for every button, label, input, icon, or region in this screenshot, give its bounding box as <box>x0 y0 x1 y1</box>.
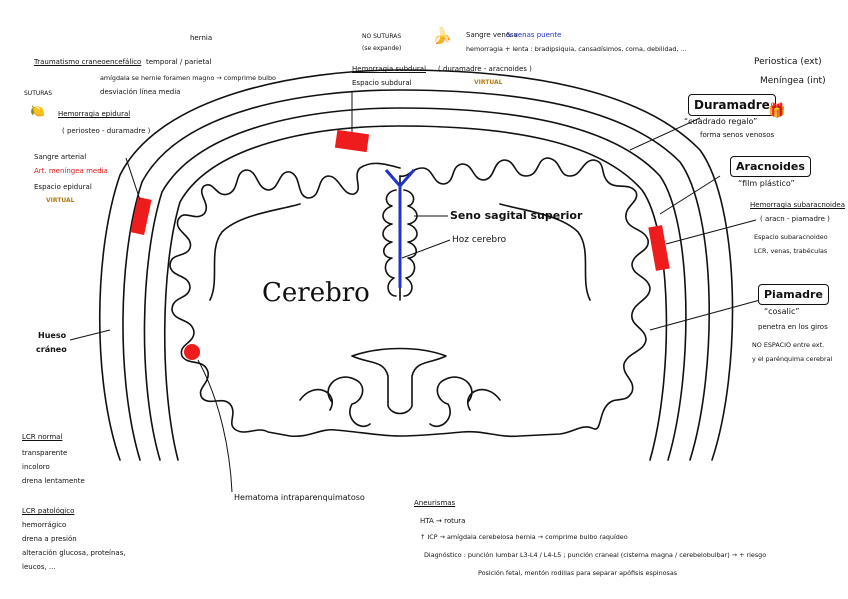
label-icp-amigdala: ↑ ICP → amígdala cerebelosa hernia → com… <box>420 533 628 541</box>
label-sangre-arterial: Sangre arterial <box>34 153 87 161</box>
temporal-left <box>299 376 371 428</box>
leader-hoz <box>401 239 451 259</box>
cortex-outline <box>169 157 651 438</box>
gift-icon: 🎁 <box>768 103 786 119</box>
label-subdural-symptoms: hemorragia + lenta : bradipsiquia, cansa… <box>466 45 687 53</box>
label-hemorragico: hemorrágico <box>22 521 67 529</box>
label-traumatismo: Traumatismo craneoencefálico <box>34 58 142 66</box>
label-posicion-fetal: Posición fetal, mentón rodillas para sep… <box>478 569 678 577</box>
label-hueso: Hueso <box>38 331 67 340</box>
sagittal-sinus <box>384 169 416 288</box>
label-seno-sagital: Seno sagital superior <box>450 209 583 222</box>
leader-duramadre <box>629 117 701 151</box>
label-periostica: Periostica (ext) <box>754 57 822 67</box>
label-aracn-piamadre: ( aracn - piamadre ) <box>760 215 830 223</box>
subdural-hemorrhage-mark <box>334 129 370 153</box>
epidural-hemorrhage-mark <box>130 196 152 236</box>
lemon-icon: 🍋 <box>30 104 45 118</box>
label-aracnoides-box: Aracnoides <box>730 156 811 177</box>
label-virtual-epidural: VIRTUAL <box>46 197 75 204</box>
label-hemorragia-epidural: Hemorragia epidural <box>58 110 131 118</box>
temporal-right <box>429 376 501 428</box>
label-cosalic: “cosalic” <box>764 307 800 316</box>
label-se-expande: (se expande) <box>362 45 402 52</box>
subarachnoid-hemorrhage-mark <box>648 225 670 271</box>
label-espacio-subdural: Espacio subdural <box>352 79 412 87</box>
cortex-inner-outline <box>209 203 591 301</box>
label-alteracion: alteración glucosa, proteínas, <box>22 549 126 557</box>
label-duramadre-aracnoides: ( duramadre - aracnoides ) <box>438 65 532 73</box>
falx-gyri-right <box>403 189 418 297</box>
label-incoloro: incoloro <box>22 463 50 471</box>
label-espacio-subaracnoideo: Espacio subaracnoideo <box>754 233 828 241</box>
label-temporal: temporal / parietal <box>146 58 212 66</box>
label-hematoma: Hematoma intraparenquimatoso <box>234 493 365 502</box>
label-cuadrado-regalo: “cuadrado regalo” <box>684 117 758 126</box>
label-film-plastico: “film plástico” <box>738 179 795 188</box>
leader-piamadre <box>649 299 761 331</box>
label-arteria-meningea: Art. meníngea media <box>34 167 108 175</box>
intraparenchymal-hemorrhage-mark <box>184 344 200 360</box>
label-hoz-cerebro: Hoz cerebro <box>452 235 507 245</box>
label-sangre-venosa: Sangre venosa <box>466 31 518 39</box>
label-no-suturas: NO SUTURAS <box>362 33 402 40</box>
label-amigdala: amígdala se hernie foramen magno → compr… <box>100 74 276 82</box>
arachnoid-line <box>163 125 668 461</box>
leader-epidural <box>125 157 141 201</box>
label-hernia: hernia <box>190 34 213 42</box>
ventricle-top <box>351 347 447 415</box>
leader-hematoma <box>197 359 233 493</box>
label-drena-presion: drena a presión <box>22 535 77 543</box>
label-hemorragia-subdural: Hemorragia subdural <box>352 65 427 73</box>
label-lcr-venas: LCR, venas, trabéculas <box>754 247 828 255</box>
leader-hueso <box>69 329 111 341</box>
label-drena-lentamente: drena lentamente <box>22 477 85 485</box>
label-penetra-giros: penetra en los giros <box>758 323 828 331</box>
label-cerebro: Cerebro <box>262 278 370 308</box>
leader-aracnoides <box>659 175 721 215</box>
label-leucos: leucos, ... <box>22 563 56 571</box>
label-suturas: SUTURAS <box>24 90 53 97</box>
label-desviacion: desviación línea media <box>100 88 181 96</box>
label-meningea: Meníngea (int) <box>760 76 826 86</box>
label-parenquima: y el parénquima cerebral <box>752 355 833 363</box>
label-aneurismas: Aneurismas <box>414 499 456 507</box>
label-espacio-epidural: Espacio epidural <box>34 183 92 191</box>
label-transparente: transparente <box>22 449 68 457</box>
label-lcr-normal: LCR normal <box>22 433 63 441</box>
dura-line <box>143 107 687 461</box>
leader-hemo-sub <box>665 219 757 245</box>
label-lcr-patologico: LCR patológico <box>22 507 75 515</box>
label-virtual-subdural: VIRTUAL <box>474 79 503 86</box>
label-hta-rotura: HTA → rotura <box>420 517 466 525</box>
skull-inner-line <box>122 89 711 461</box>
label-no-espacio: NO ESPACIO entre ext. <box>752 341 825 349</box>
label-piamadre-box: Piamadre <box>758 284 829 305</box>
skull-outer-line <box>98 69 734 461</box>
label-hemorragia-subaracnoidea: Hemorragia subaracnoidea <box>750 201 846 209</box>
label-craneo: cráneo <box>36 345 67 354</box>
falx-gyri-left <box>382 189 397 297</box>
label-venas-puente: & venas puente <box>506 31 562 39</box>
label-diagnostico: Diagnóstico : punción lumbar L3-L4 / L4-… <box>424 551 767 559</box>
label-forma-senos: forma senos venosos <box>700 131 775 139</box>
label-periosteo-duramadre: ( periosteo - duramadre ) <box>62 127 151 135</box>
banana-icon: 🍌 <box>432 26 452 45</box>
label-duramadre-box: Duramadre <box>688 94 776 116</box>
